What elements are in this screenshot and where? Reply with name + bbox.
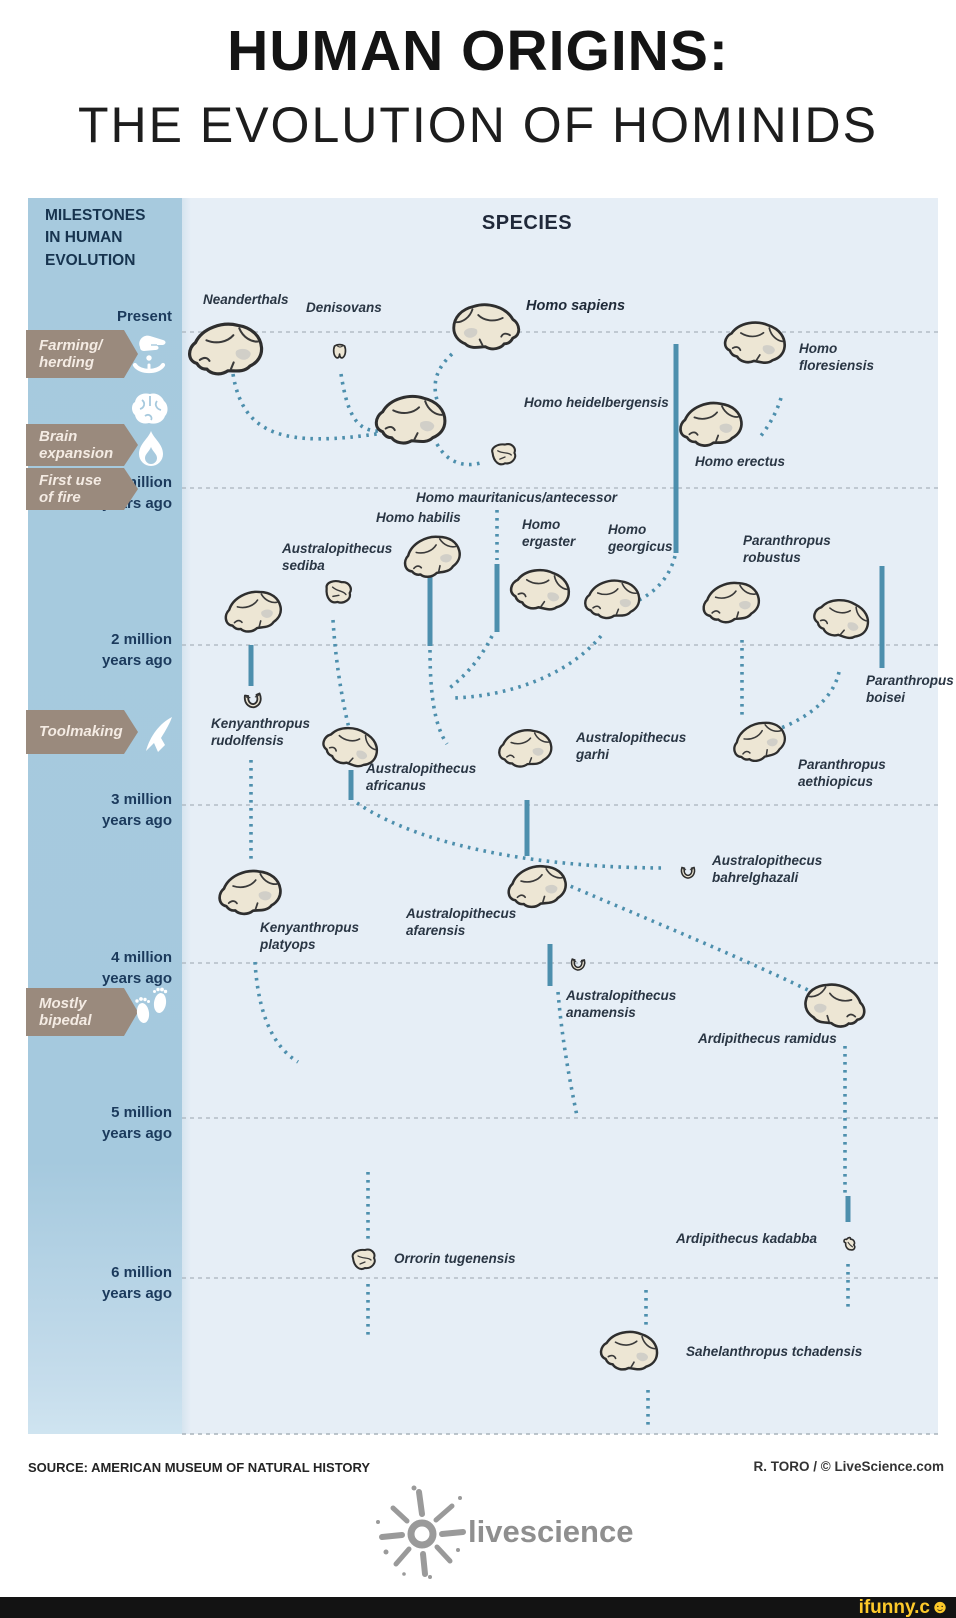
timeline-label-3-million: 3 million years ago xyxy=(101,791,172,829)
footprints-icon xyxy=(132,985,170,1036)
neanderthals-label: Neanderthals xyxy=(203,292,289,307)
australopithecus-africanus-label: Australopithecus africanus xyxy=(366,761,477,793)
ardipithecus-kadabba-label: Ardipithecus kadabba xyxy=(676,1231,818,1246)
milestone-badge-toolmaking: Toolmaking xyxy=(26,710,138,754)
paranthropus-boisei-label: Paranthropus boisei xyxy=(866,673,954,705)
australopithecus-anamensis-label: Australopithecus anamensis xyxy=(566,988,677,1020)
milestone-badge-brain-expansion: Brain expansion xyxy=(26,424,138,466)
species-chart-area xyxy=(182,198,938,1434)
timeline-label-present: Present xyxy=(116,308,172,325)
homo-mauritanicus-antecessor-label: Homo mauritanicus/antecessor xyxy=(416,490,618,505)
australopithecus-afarensis-label: Australopithecus afarensis xyxy=(406,906,517,938)
orrorin-tugenensis-label: Orrorin tugenensis xyxy=(394,1251,516,1266)
denisovans-label: Denisovans xyxy=(306,300,382,315)
source-credit: SOURCE: AMERICAN MUSEUM OF NATURAL HISTO… xyxy=(28,1460,371,1475)
timeline-label-2-million: 2 million years ago xyxy=(101,631,172,669)
livescience-logo-text: livescience xyxy=(468,1514,634,1549)
timeline-label-5-million: 5 million years ago xyxy=(101,1104,172,1142)
livescience-starburst-icon xyxy=(376,1485,466,1579)
homo-sapiens-label: Homo sapiens xyxy=(526,298,626,314)
species-header: SPECIES xyxy=(481,212,573,234)
kenyanthropus-rudolfensis-label: Kenyanthropus rudolfensis xyxy=(211,716,311,748)
australopithecus-garhi-label: Australopithecus garhi xyxy=(576,730,687,762)
homo-heidelbergensis-label: Homo heidelbergensis xyxy=(524,395,669,410)
timeline-label-6-million: 6 million years ago xyxy=(101,1264,172,1302)
homo-georgicus-label: Homo georgicus xyxy=(608,522,673,554)
homo-erectus-label: Homo erectus xyxy=(695,454,786,469)
flame-icon xyxy=(136,429,166,476)
paranthropus-aethiopicus-label: Paranthropus aethiopicus xyxy=(798,757,886,789)
homo-habilis-label: Homo habilis xyxy=(376,510,461,525)
sahelanthropus-tchadensis-label: Sahelanthropus tchadensis xyxy=(686,1344,863,1359)
australopithecus-sediba-label: Australopithecus sediba xyxy=(282,541,393,573)
arrowhead-icon xyxy=(141,714,177,759)
ifunny-watermark: ifunny.c☻ xyxy=(858,1596,950,1618)
homo-ergaster-label: Homo ergaster xyxy=(522,517,576,549)
hand-seed-icon xyxy=(129,331,169,390)
milestone-badge-mostly-bipedal: Mostly bipedal xyxy=(26,988,138,1036)
milestone-badge-farming-herding: Farming/ herding xyxy=(26,330,138,378)
smiley-icon: ☻ xyxy=(930,1596,950,1618)
kenyanthropus-platyops-label: Kenyanthropus platyops xyxy=(260,920,360,952)
livescience-logo: livescience xyxy=(370,1484,633,1580)
milestone-badge-first-use-of-fire: First use of fire xyxy=(26,468,138,510)
homo-floresiensis-label: Homo floresiensis xyxy=(799,341,875,373)
page-title: HUMAN ORIGINS: xyxy=(227,19,729,83)
paranthropus-robustus-label: Paranthropus robustus xyxy=(743,533,831,565)
page-subtitle: THE EVOLUTION OF HOMINIDS xyxy=(77,97,879,153)
author-credit: R. TORO / © LiveScience.com xyxy=(753,1459,944,1474)
watermark-bar: ifunny.c☻ xyxy=(0,1597,956,1618)
australopithecus-bahrelghazali-label: Australopithecus bahrelghazali xyxy=(712,853,823,885)
timeline-label-4-million: 4 million years ago xyxy=(101,949,172,987)
ardipithecus-ramidus-label: Ardipithecus ramidus xyxy=(698,1031,837,1046)
sidebar-heading: MILESTONES IN HUMAN EVOLUTION xyxy=(45,207,146,269)
brain-icon xyxy=(130,391,170,432)
